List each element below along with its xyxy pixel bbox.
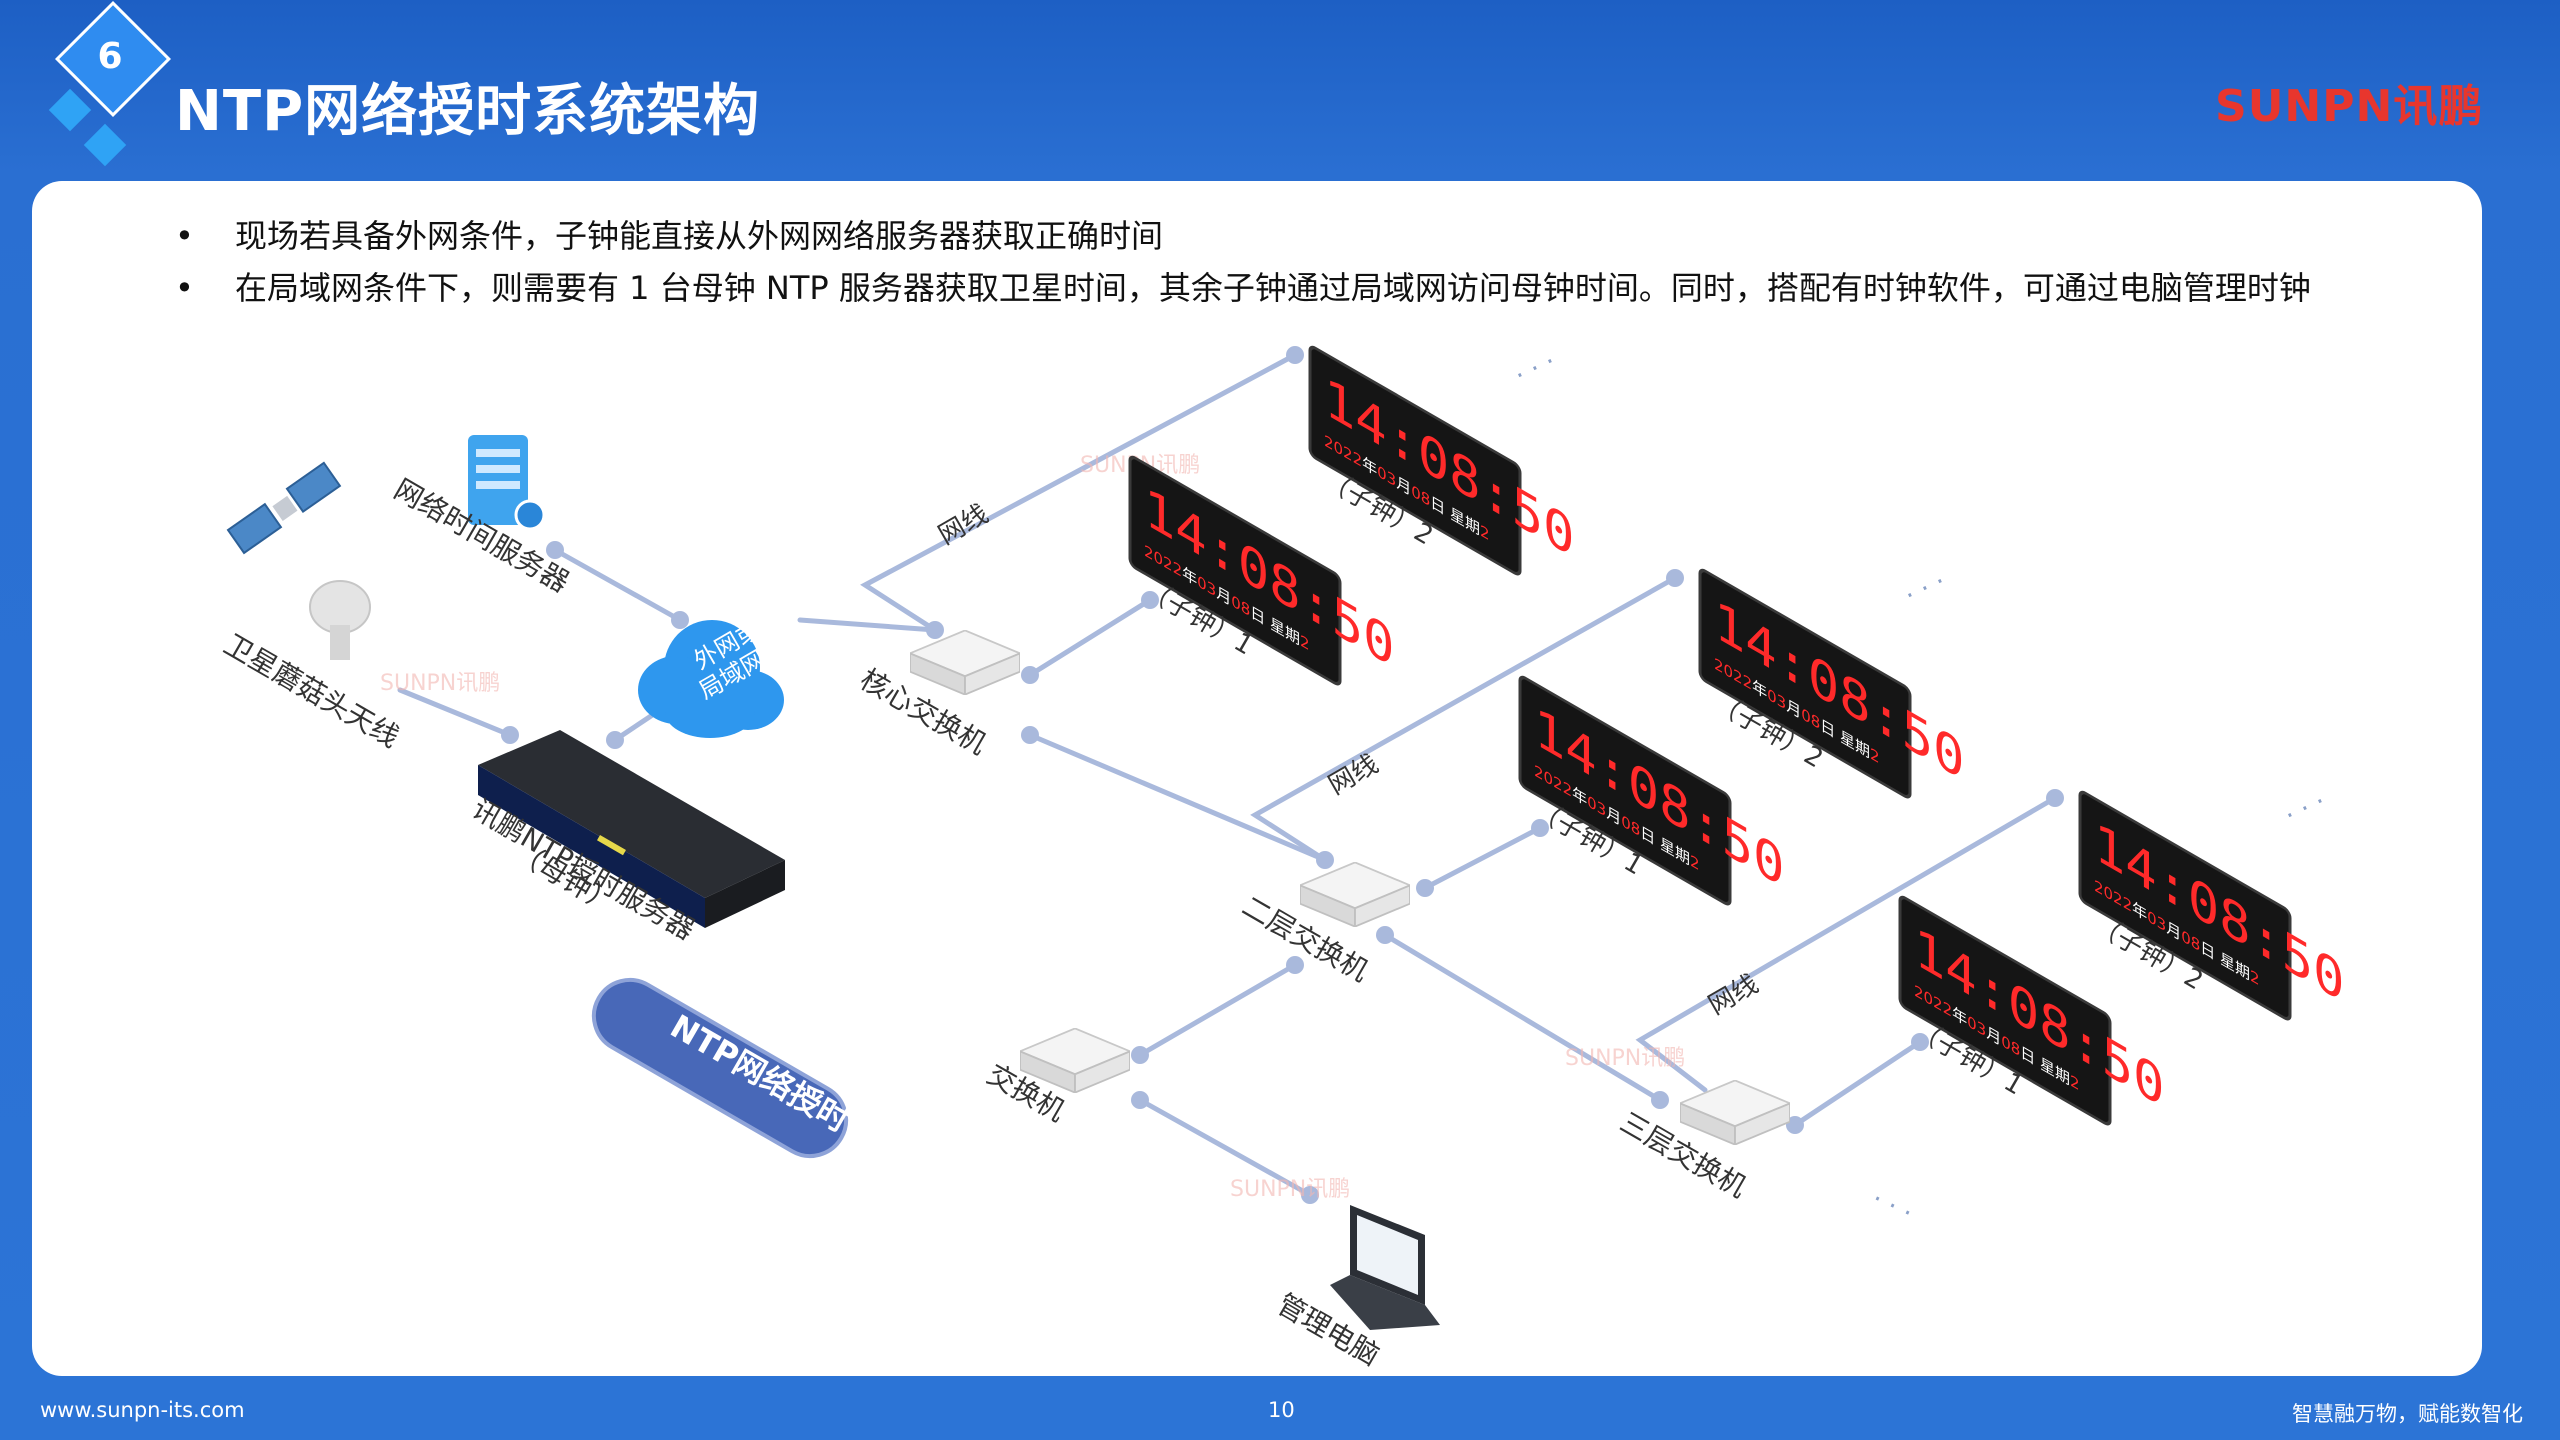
footer-url[interactable]: www.sunpn-its.com [40,1398,245,1422]
watermark: SUNPN讯鹏 [1565,1046,1685,1071]
line-l2-switch [1137,962,1298,1058]
line-core-l2 [1027,732,1328,863]
line-switch-pc [1137,1097,1313,1198]
clock-panel [1898,895,2112,1126]
footer-page-number: 10 [1268,1398,1295,1422]
line-core-clock2a [860,352,1298,633]
master-ntp-server-icon [478,730,785,928]
page-title: NTP网络授时系统架构 [175,79,761,144]
bullet-item: 在局域网条件下，则需要有 1 台母钟 NTP 服务器获取卫星时间，其余子钟通过局… [175,262,2311,314]
line-cloud-core [797,617,938,633]
clock-panel [1308,345,1522,576]
clock-panel [1518,675,1732,906]
laptop-icon [1330,1205,1440,1330]
watermark: SUNPN讯鹏 [1230,1177,1350,1202]
cloud-icon [638,620,784,738]
network-time-server-icon [468,435,546,531]
mushroom-antenna-icon [309,580,371,660]
satellite-antenna-label: 卫星蘑菇头天线 [219,627,405,754]
line-antenna-master [397,687,513,738]
more-indicator: · · · [2280,787,2330,832]
net-cable-label: 网线 [1704,969,1764,1021]
clock-panel [2078,790,2292,1021]
ntp-badge [591,978,849,1158]
more-indicator: · · · [1900,567,1950,612]
bullet-item: 现场若具备外网条件，子钟能直接从外网网络服务器获取正确时间 [175,210,2311,262]
clock-panel [1128,455,1342,686]
section-number: 6 [97,35,123,77]
footer-slogan: 智慧融万物，赋能数智化 [2292,1402,2523,1426]
core-switch-icon [910,630,1020,695]
brand-logo: SUNPN讯鹏 [2215,81,2484,132]
satellite-icon [226,461,342,555]
line-server-cloud [552,547,683,623]
layer3-switch-icon [1680,1080,1790,1145]
line-l3-clock1c [1792,1039,1923,1128]
line-l2-clock2b [1250,575,1678,863]
bullet-list: 现场若具备外网条件，子钟能直接从外网网络服务器获取正确时间 在局域网条件下，则需… [175,210,2311,314]
line-l2-clock1b [1422,825,1543,891]
more-indicator: · · · [1867,1184,1917,1229]
layer2-switch-icon [1300,862,1410,927]
clock-panel [1698,568,1912,799]
connection-dots [501,346,2064,1204]
more-indicator: · · · [1510,347,1560,392]
line-l3-clock2c [1635,795,2058,1093]
connection-lines [397,352,2058,1198]
line-l2-l3 [1382,932,1663,1103]
net-cable-label: 网线 [1324,749,1384,801]
content-card [32,181,2482,1376]
line-core-clock1a [1027,597,1153,678]
watermark: SUNPN讯鹏 [380,671,500,696]
